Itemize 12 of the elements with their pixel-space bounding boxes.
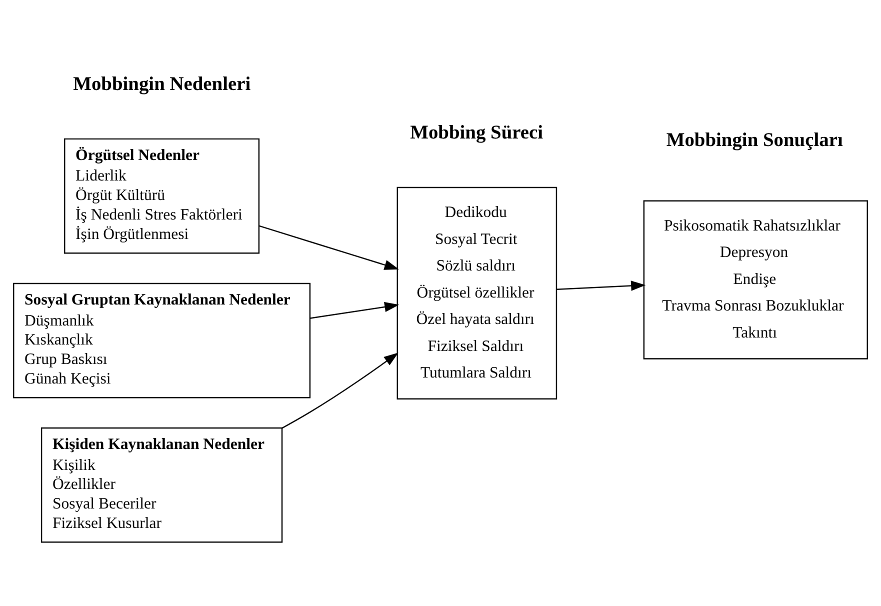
label: Mobbingin Nedenleri (73, 74, 251, 95)
node-box: Psikosomatik Rahatsızlıklar Depresyon Endişe Travma Sonrası Bozukluklar Takıntı (643, 200, 868, 359)
arrow (282, 352, 398, 428)
arrow (258, 224, 400, 270)
node-box: Örgütsel Nedenler Liderlik Örgüt Kültürü İş Nedenli Stres Faktörleri İşin Örgütlenmesi (64, 138, 260, 254)
node-box: Sosyal Gruptan Kaynaklanan Nedenler Düşmanlık Kıskançlık Grup Baskısı Günah Keçisi (13, 282, 311, 398)
label: Mobbing Süreci (410, 122, 544, 144)
node-box: Kişiden Kaynaklanan Nedenler Kişilik Özellikler Sosyal Beceriler Fiziksel Kusurlar (40, 426, 283, 542)
arrow (310, 301, 400, 318)
arrow (556, 280, 646, 290)
node-box: Dedikodu Sosyal Tecrit Sözlü saldırı Örgütsel özellikler Özel hayata saldırı Fiziksel Saldırı Tutumlara Saldırı (396, 186, 558, 399)
label: Mobbingin Sonuçları (666, 129, 843, 150)
